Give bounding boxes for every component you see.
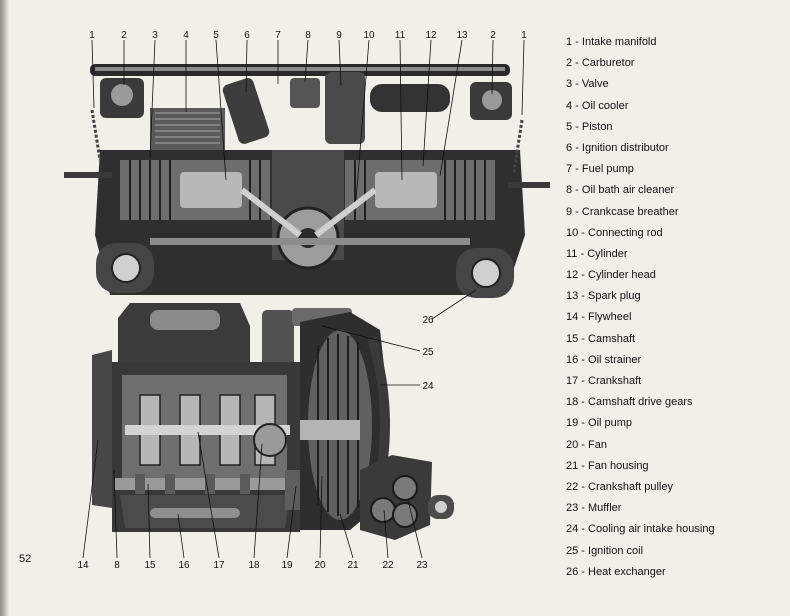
callout-label: 1 — [89, 30, 95, 41]
page-number: 52 — [19, 553, 32, 565]
legend-item: 10 - Connecting rod — [566, 226, 663, 239]
legend-item: 2 - Carburetor — [566, 57, 635, 70]
legend-item: 11 - Cylinder — [566, 247, 628, 260]
legend-item: 9 - Crankcase breather — [566, 205, 679, 218]
legend-item: 6 - Ignition distributor — [566, 141, 669, 154]
legend-item: 1 - Intake manifold — [566, 36, 657, 48]
legend-item: 25 - Ignition coil — [566, 544, 644, 557]
page-spine — [0, 0, 9, 616]
legend-item: 8 - Oil bath air cleaner — [566, 184, 675, 197]
callout-label: 21 — [347, 560, 359, 571]
legend-item: 21 - Fan housing — [566, 459, 649, 472]
callout-label: 17 — [213, 560, 225, 571]
callout-label: 8 — [114, 560, 120, 571]
legend-item: 7 - Fuel pump — [566, 163, 634, 176]
callout-label: 7 — [275, 30, 281, 41]
legend-item: 19 - Oil pump — [566, 417, 633, 430]
callout-label: 22 — [382, 560, 394, 571]
callout-label: 3 — [152, 30, 158, 41]
callout-label: 26 — [422, 315, 434, 326]
top-callouts: 1 2 3 4 5 6 7 8 9 10 11 12 13 2 1 — [89, 30, 527, 41]
engine-illustration: 1 2 3 4 5 6 7 8 9 10 11 12 13 2 1 26 25 … — [64, 30, 550, 571]
legend-item: 23 - Muffler — [566, 502, 622, 515]
bottom-callouts: 14 8 15 16 17 18 19 20 21 22 23 — [77, 560, 428, 571]
callout-label: 8 — [305, 30, 311, 41]
callout-label: 6 — [244, 30, 250, 41]
callout-label: 13 — [456, 30, 468, 41]
callout-label: 2 — [121, 30, 127, 41]
legend-item: 18 - Camshaft drive gears — [566, 396, 693, 409]
legend-item: 17 - Crankshaft — [566, 375, 642, 387]
legend-item: 14 - Flywheel — [566, 311, 632, 324]
callout-label: 24 — [422, 381, 434, 392]
callout-label: 1 — [521, 30, 527, 41]
legend-item: 15 - Camshaft — [566, 332, 636, 345]
legend-item: 3 - Valve — [566, 78, 609, 91]
callout-label: 5 — [213, 30, 219, 41]
callout-label: 23 — [416, 560, 428, 571]
callout-label: 12 — [425, 30, 437, 41]
legend-item: 13 - Spark plug — [566, 290, 641, 303]
engine-side-section — [92, 303, 454, 540]
legend-item: 16 - Oil strainer — [566, 353, 642, 366]
callout-label: 10 — [363, 30, 375, 41]
side-callouts: 26 25 24 — [422, 315, 434, 392]
callout-label: 15 — [144, 560, 156, 571]
callout-label: 4 — [183, 30, 189, 41]
legend-item: 12 - Cylinder head — [566, 269, 656, 282]
legend-item: 4 - Oil cooler — [566, 99, 629, 112]
legend-item: 26 - Heat exchanger — [566, 565, 666, 578]
callout-label: 25 — [422, 347, 434, 358]
legend-item: 24 - Cooling air intake housing — [566, 523, 715, 536]
callout-label: 18 — [248, 560, 260, 571]
engine-cross-section — [64, 64, 550, 298]
legend-item: 22 - Crankshaft pulley — [566, 480, 673, 493]
callout-label: 19 — [281, 560, 293, 571]
callout-label: 20 — [314, 560, 326, 571]
callout-label: 2 — [490, 30, 496, 41]
legend-item: 20 - Fan — [566, 438, 607, 451]
callout-label: 14 — [77, 560, 89, 571]
callout-label: 11 — [395, 30, 406, 41]
parts-legend: 1 - Intake manifold 2 - Carburetor 3 - V… — [566, 34, 786, 585]
callout-leaders — [82, 39, 525, 559]
callout-label: 9 — [336, 30, 342, 41]
callout-label: 16 — [178, 560, 190, 571]
legend-item: 5 - Piston — [566, 120, 613, 133]
